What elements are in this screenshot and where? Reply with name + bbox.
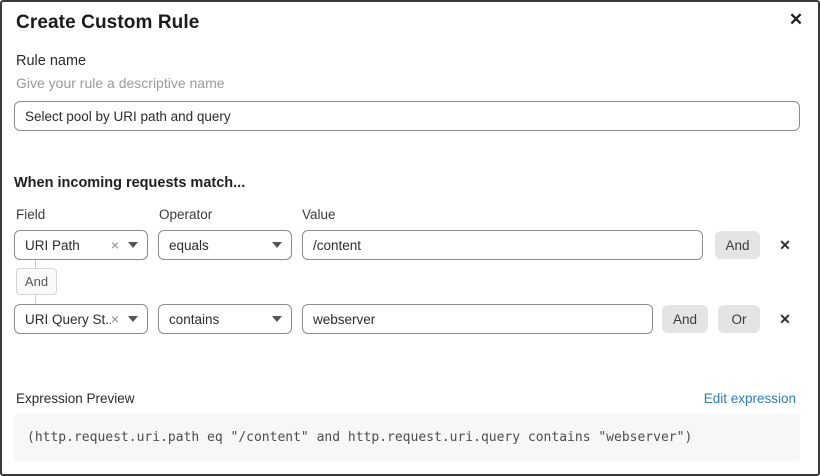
delete-row-icon[interactable]: ✕ <box>774 234 796 256</box>
chevron-down-icon <box>128 242 138 248</box>
rule-name-helper-text: Give your rule a descriptive name <box>16 75 225 91</box>
operator-column-label: Operator <box>159 207 213 222</box>
field-select-row2[interactable]: URI Query St... × <box>14 304 148 334</box>
value-input-row2[interactable] <box>302 304 653 334</box>
rule-name-input[interactable] <box>14 101 800 131</box>
operator-select-row1[interactable]: equals <box>158 230 292 260</box>
value-input-row1[interactable] <box>302 230 703 260</box>
field-select-row1[interactable]: URI Path × <box>14 230 148 260</box>
clear-selection-icon[interactable]: × <box>110 311 119 327</box>
value-column-label: Value <box>302 207 336 222</box>
operator-select-row1-value: equals <box>169 237 209 253</box>
page-title: Create Custom Rule <box>16 12 200 33</box>
connector-line-top <box>35 260 36 268</box>
edit-expression-link[interactable]: Edit expression <box>703 391 796 406</box>
connector-and-chip[interactable]: And <box>16 268 57 295</box>
add-or-condition-button-row2[interactable]: Or <box>718 305 760 333</box>
match-row-1: URI Path × equals And ✕ <box>2 230 818 260</box>
delete-row-icon[interactable]: ✕ <box>774 308 796 330</box>
field-column-label: Field <box>16 207 46 222</box>
expression-preview-label: Expression Preview <box>16 391 135 406</box>
operator-select-row2-value: contains <box>169 311 220 327</box>
chevron-down-icon <box>128 316 138 322</box>
field-select-row2-value: URI Query St... <box>25 311 111 327</box>
close-icon[interactable]: ✕ <box>784 8 808 32</box>
chevron-down-icon <box>272 316 282 322</box>
rule-name-label: Rule name <box>16 53 87 69</box>
add-and-condition-button-row1[interactable]: And <box>715 231 760 259</box>
field-select-row1-value: URI Path <box>25 237 80 253</box>
operator-select-row2[interactable]: contains <box>158 304 292 334</box>
add-and-condition-button-row2[interactable]: And <box>662 305 708 333</box>
expression-preview-code: (http.request.uri.path eq "/content" and… <box>14 414 800 461</box>
clear-selection-icon[interactable]: × <box>110 237 119 253</box>
chevron-down-icon <box>272 242 282 248</box>
match-row-2: URI Query St... × contains And Or ✕ <box>2 304 818 334</box>
match-section-heading: When incoming requests match... <box>14 175 246 191</box>
connector-line-bottom <box>35 295 36 304</box>
